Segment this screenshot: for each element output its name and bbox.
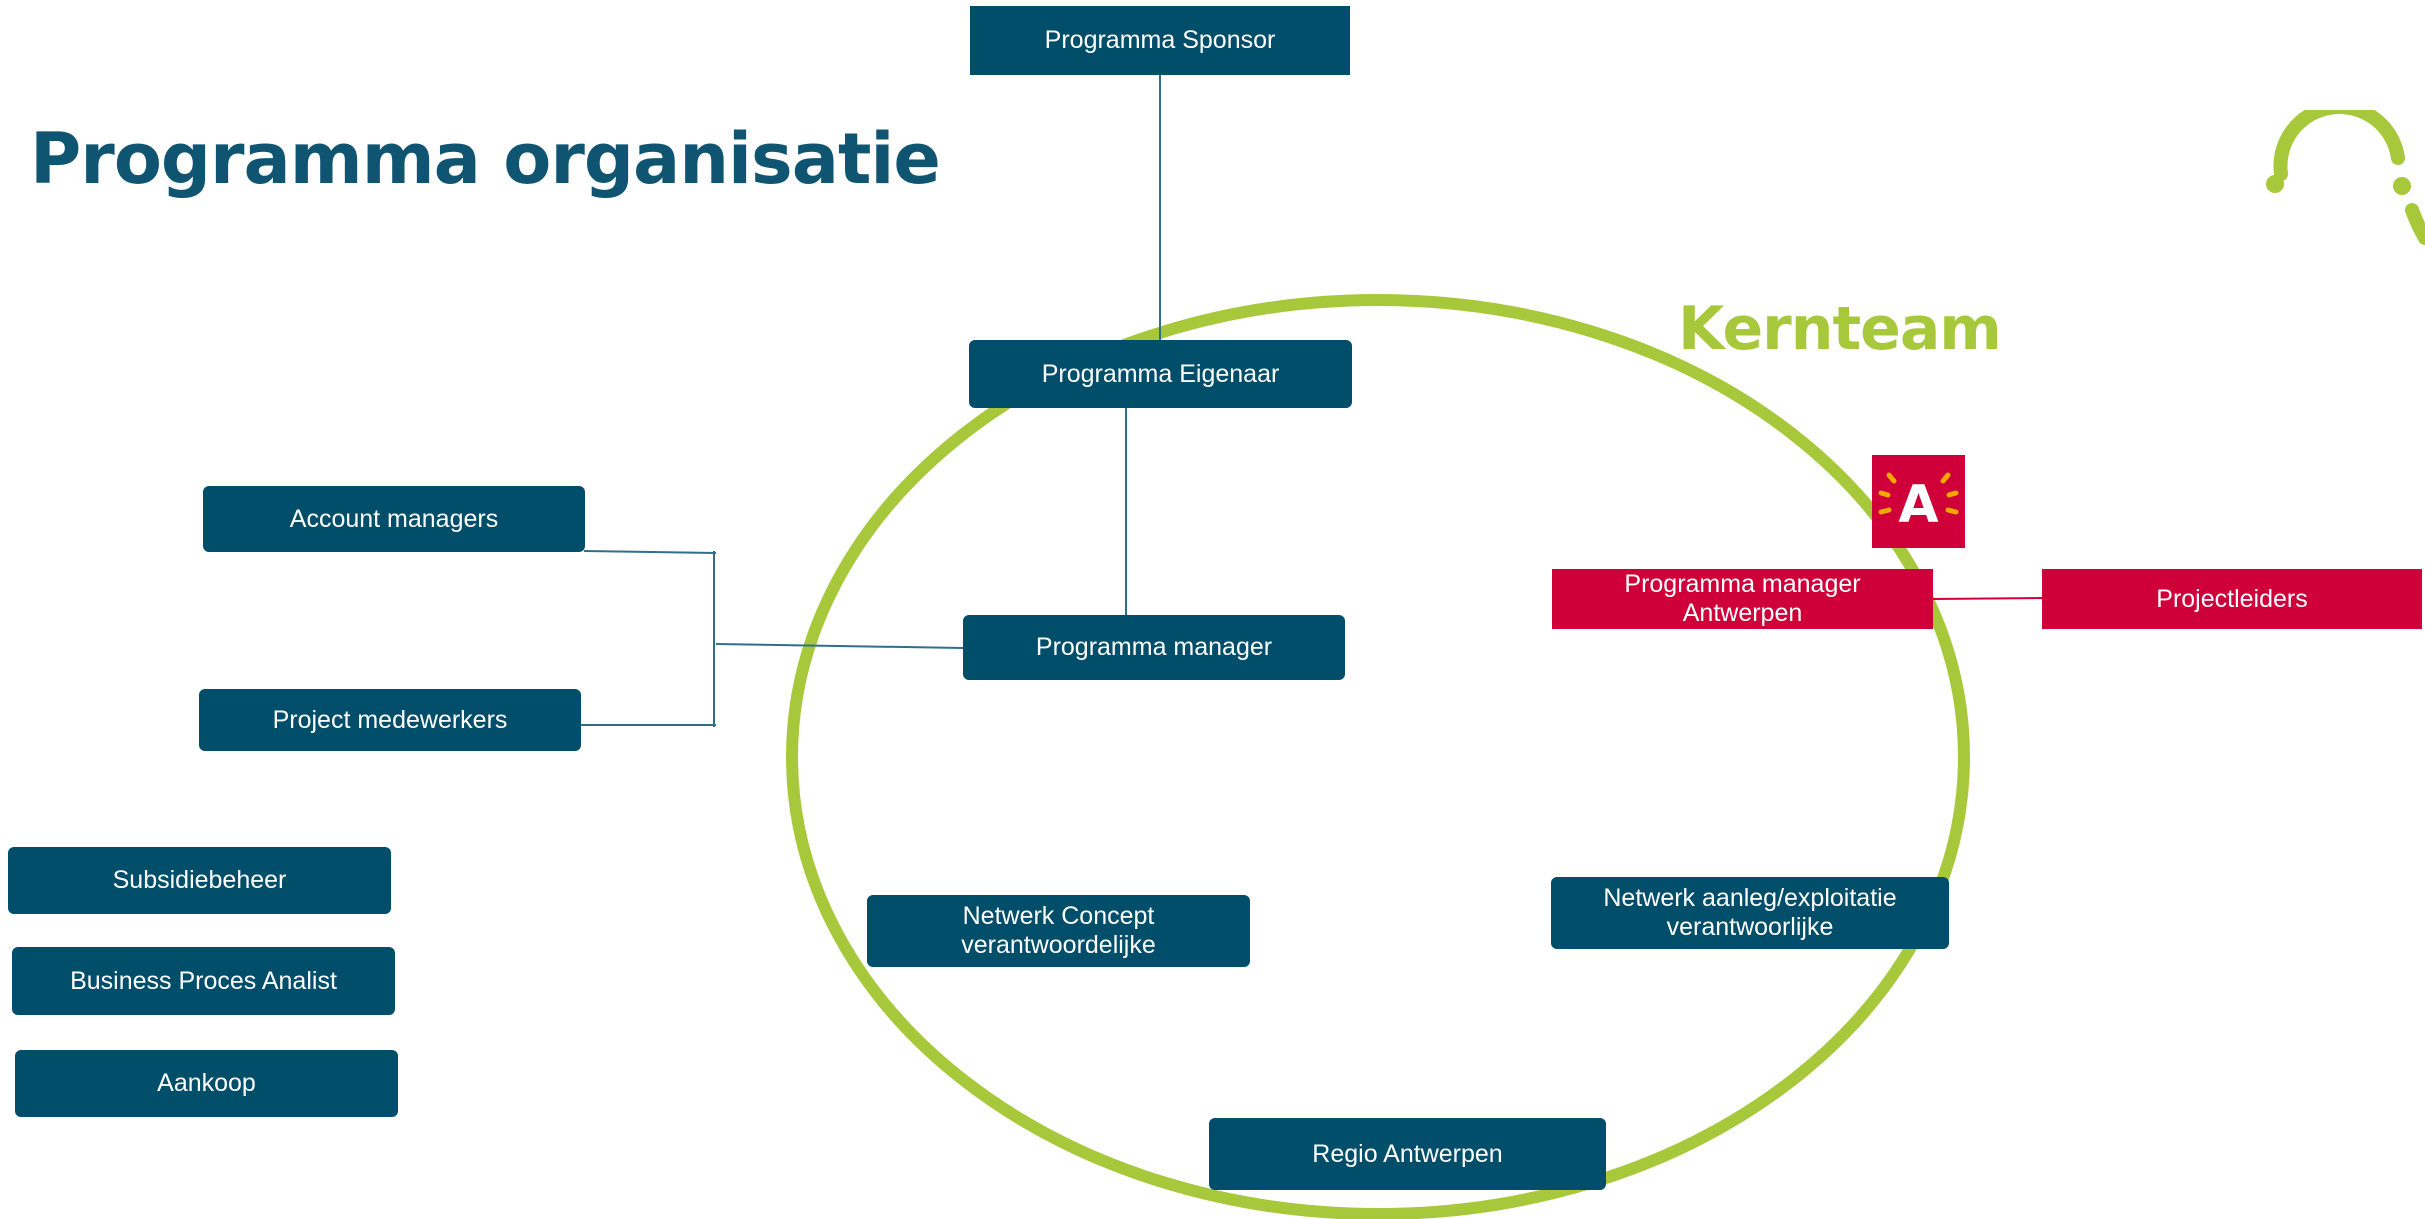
- region-antwerp-box: Regio Antwerpen: [1209, 1118, 1606, 1190]
- antwerp-projectleads-connector: [1931, 597, 2044, 600]
- purchasing-box: Aankoop: [15, 1050, 398, 1117]
- program-sponsor-box: Programma Sponsor: [970, 6, 1350, 75]
- green-arc-decoration-icon: [2266, 110, 2425, 245]
- core-team-label: Kernteam: [1678, 294, 2002, 364]
- program-owner-box: Programma Eigenaar: [969, 340, 1352, 408]
- program-manager-box: Programma manager: [963, 615, 1345, 680]
- subsidy-management-box: Subsidiebeheer: [8, 847, 391, 914]
- antwerp-logo-icon: A: [1872, 455, 1965, 548]
- project-leads-box: Projectleiders: [2042, 569, 2422, 629]
- account-managers-box: Account managers: [203, 486, 585, 552]
- network-concept-box: Netwerk Concept verantwoordelijke: [867, 895, 1250, 967]
- page-title: Programma organisatie: [30, 118, 941, 200]
- business-analyst-box: Business Proces Analist: [12, 947, 395, 1015]
- manager-staff-connector: [715, 643, 964, 649]
- program-manager-antwerp-box: Programma manager Antwerpen: [1552, 569, 1933, 629]
- antwerp-logo-letter: A: [1898, 475, 1938, 535]
- network-build-box: Netwerk aanleg/exploitatie verantwoorlij…: [1551, 877, 1949, 949]
- account-managers-connector: [583, 550, 717, 554]
- core-team-ellipse: [786, 294, 1970, 1219]
- project-staff-box: Project medewerkers: [199, 689, 581, 751]
